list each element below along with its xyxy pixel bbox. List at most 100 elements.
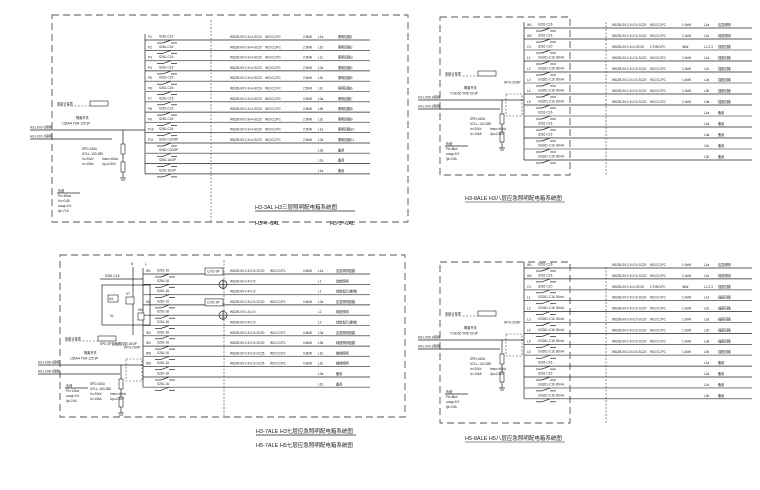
circuit-number: L1 — [527, 296, 531, 300]
phase: L1a — [704, 111, 710, 115]
phase: L1 — [318, 279, 322, 283]
breaker-spec: S261-16 — [157, 269, 169, 273]
breaker-contact — [162, 91, 172, 95]
breaker-contact — [160, 335, 170, 340]
breaker-contact — [160, 345, 170, 350]
breaker-spec: S261-16/3P — [159, 158, 176, 162]
spd-spec: Ic=10kA — [90, 397, 102, 401]
circuit-number: P11 — [148, 138, 154, 142]
circuit-use: 备用 — [718, 382, 724, 387]
phase: L1b — [704, 34, 710, 38]
breaker-contact — [162, 122, 172, 126]
breaker-spec: S261-C16 — [538, 263, 553, 267]
load-value: Pe=40kw — [58, 194, 72, 198]
circuit-use: 备用 — [718, 132, 724, 137]
spd-spec: Up≤2.5kV — [102, 162, 117, 166]
spd-spec: Ic=10kA — [470, 132, 482, 136]
breaker-spec: S261-C16 — [159, 127, 174, 131]
circuit-use: 照明回路2 — [338, 44, 353, 49]
load-value: Ijs=71A — [58, 209, 70, 213]
spd-spec: Ic=10kA — [470, 372, 482, 376]
rated-power: 2.5kW — [303, 45, 312, 49]
diagram-title: H5-8ALE H5八层应急照明配电箱系统图 — [465, 434, 562, 442]
rated-power: 0.8kW — [303, 269, 312, 273]
breaker-spec: GS261-C16 30mA — [538, 78, 565, 82]
breaker-contact — [541, 60, 551, 65]
laying-method: WC/CC/FC — [650, 274, 667, 278]
load-value: Pe=8kw — [446, 395, 458, 399]
ats-label: WTS-20/3P — [504, 321, 520, 325]
cable-spec: WDZB-BYJ-3×2.5-SC20 — [612, 34, 647, 38]
laying-method: WC/CC/FC — [265, 35, 282, 39]
main-switch-label: 隔离开关 — [464, 85, 478, 90]
circuit-use: 照明回路6 — [338, 86, 353, 91]
laying-method: WC/CC/FC — [650, 89, 667, 93]
circuit-use: 照明回路10 — [338, 127, 355, 132]
meter-box — [89, 100, 109, 107]
breaker-spec: S261-C16 — [159, 65, 174, 69]
breaker-contact — [541, 322, 551, 326]
circuit-use: 照明回路4 — [338, 65, 353, 70]
spd-arrester — [499, 131, 505, 143]
spd-spec: In=20kV — [470, 127, 483, 131]
load-heading: 负荷 — [66, 383, 73, 388]
diagram-subtitle: H5-3~6AL — [330, 221, 355, 227]
kl-label: KL — [110, 314, 114, 318]
circuit-use: 备用 — [338, 168, 344, 173]
breaker-spec: S261-C20/3P — [159, 138, 178, 142]
phase: L1a — [318, 159, 324, 163]
cable-spec: WDZB-BYJ-3×4-SC20 — [230, 45, 262, 49]
circuit-use: 疏散照明 — [718, 273, 731, 278]
spd-spec: ICS-L-100-385 — [82, 152, 103, 156]
phase: L1a — [318, 128, 324, 132]
rated-power: 2.5kW — [303, 66, 312, 70]
laying-method: WC/CC/FC — [265, 87, 282, 91]
spd-label: SPD-340A — [90, 382, 106, 386]
phase: L3b — [704, 350, 710, 354]
laying-method: CT/WC/FC — [650, 45, 666, 49]
cable-spec: WDZB-BYJ-3×4-SC20 — [230, 138, 262, 142]
control-loop — [101, 284, 151, 326]
spd-arrester — [120, 161, 126, 173]
spd-arrester — [499, 371, 505, 383]
load-value: Ijs=24A — [66, 399, 78, 403]
breaker-spec: S261-16 — [157, 310, 169, 314]
breaker-contact — [541, 49, 551, 54]
laying-method: WC/CC/FC — [650, 307, 667, 311]
cable-spec: WDZB-BYJ-3×4-SC20 — [230, 117, 262, 121]
spd-fuse — [499, 353, 505, 365]
breaker-contact — [160, 356, 170, 360]
breaker-contact — [541, 71, 551, 76]
phase: L3a — [704, 133, 710, 137]
cable-spec: WDZB-BYJ-3×4-SC20 — [230, 66, 262, 70]
rated-power: 1.0kW — [682, 34, 691, 38]
laying-method: WC/CC/FC — [265, 66, 282, 70]
cable-spec: WDZB-BYJ-3×4-SC20 — [230, 107, 262, 111]
phase: L1 — [318, 290, 322, 294]
circuit-number: P3 — [148, 56, 152, 60]
cable-spec: WDZB-BYJ-4×2.5 — [230, 321, 256, 325]
rated-power: 1.0kW — [682, 318, 691, 322]
rated-power: 2.5kW — [303, 35, 312, 39]
phase: L2b — [318, 362, 324, 366]
cable-spec: WDZB-BYJ-3×2.5-SC20 — [230, 269, 265, 273]
breaker-contact — [541, 82, 551, 87]
